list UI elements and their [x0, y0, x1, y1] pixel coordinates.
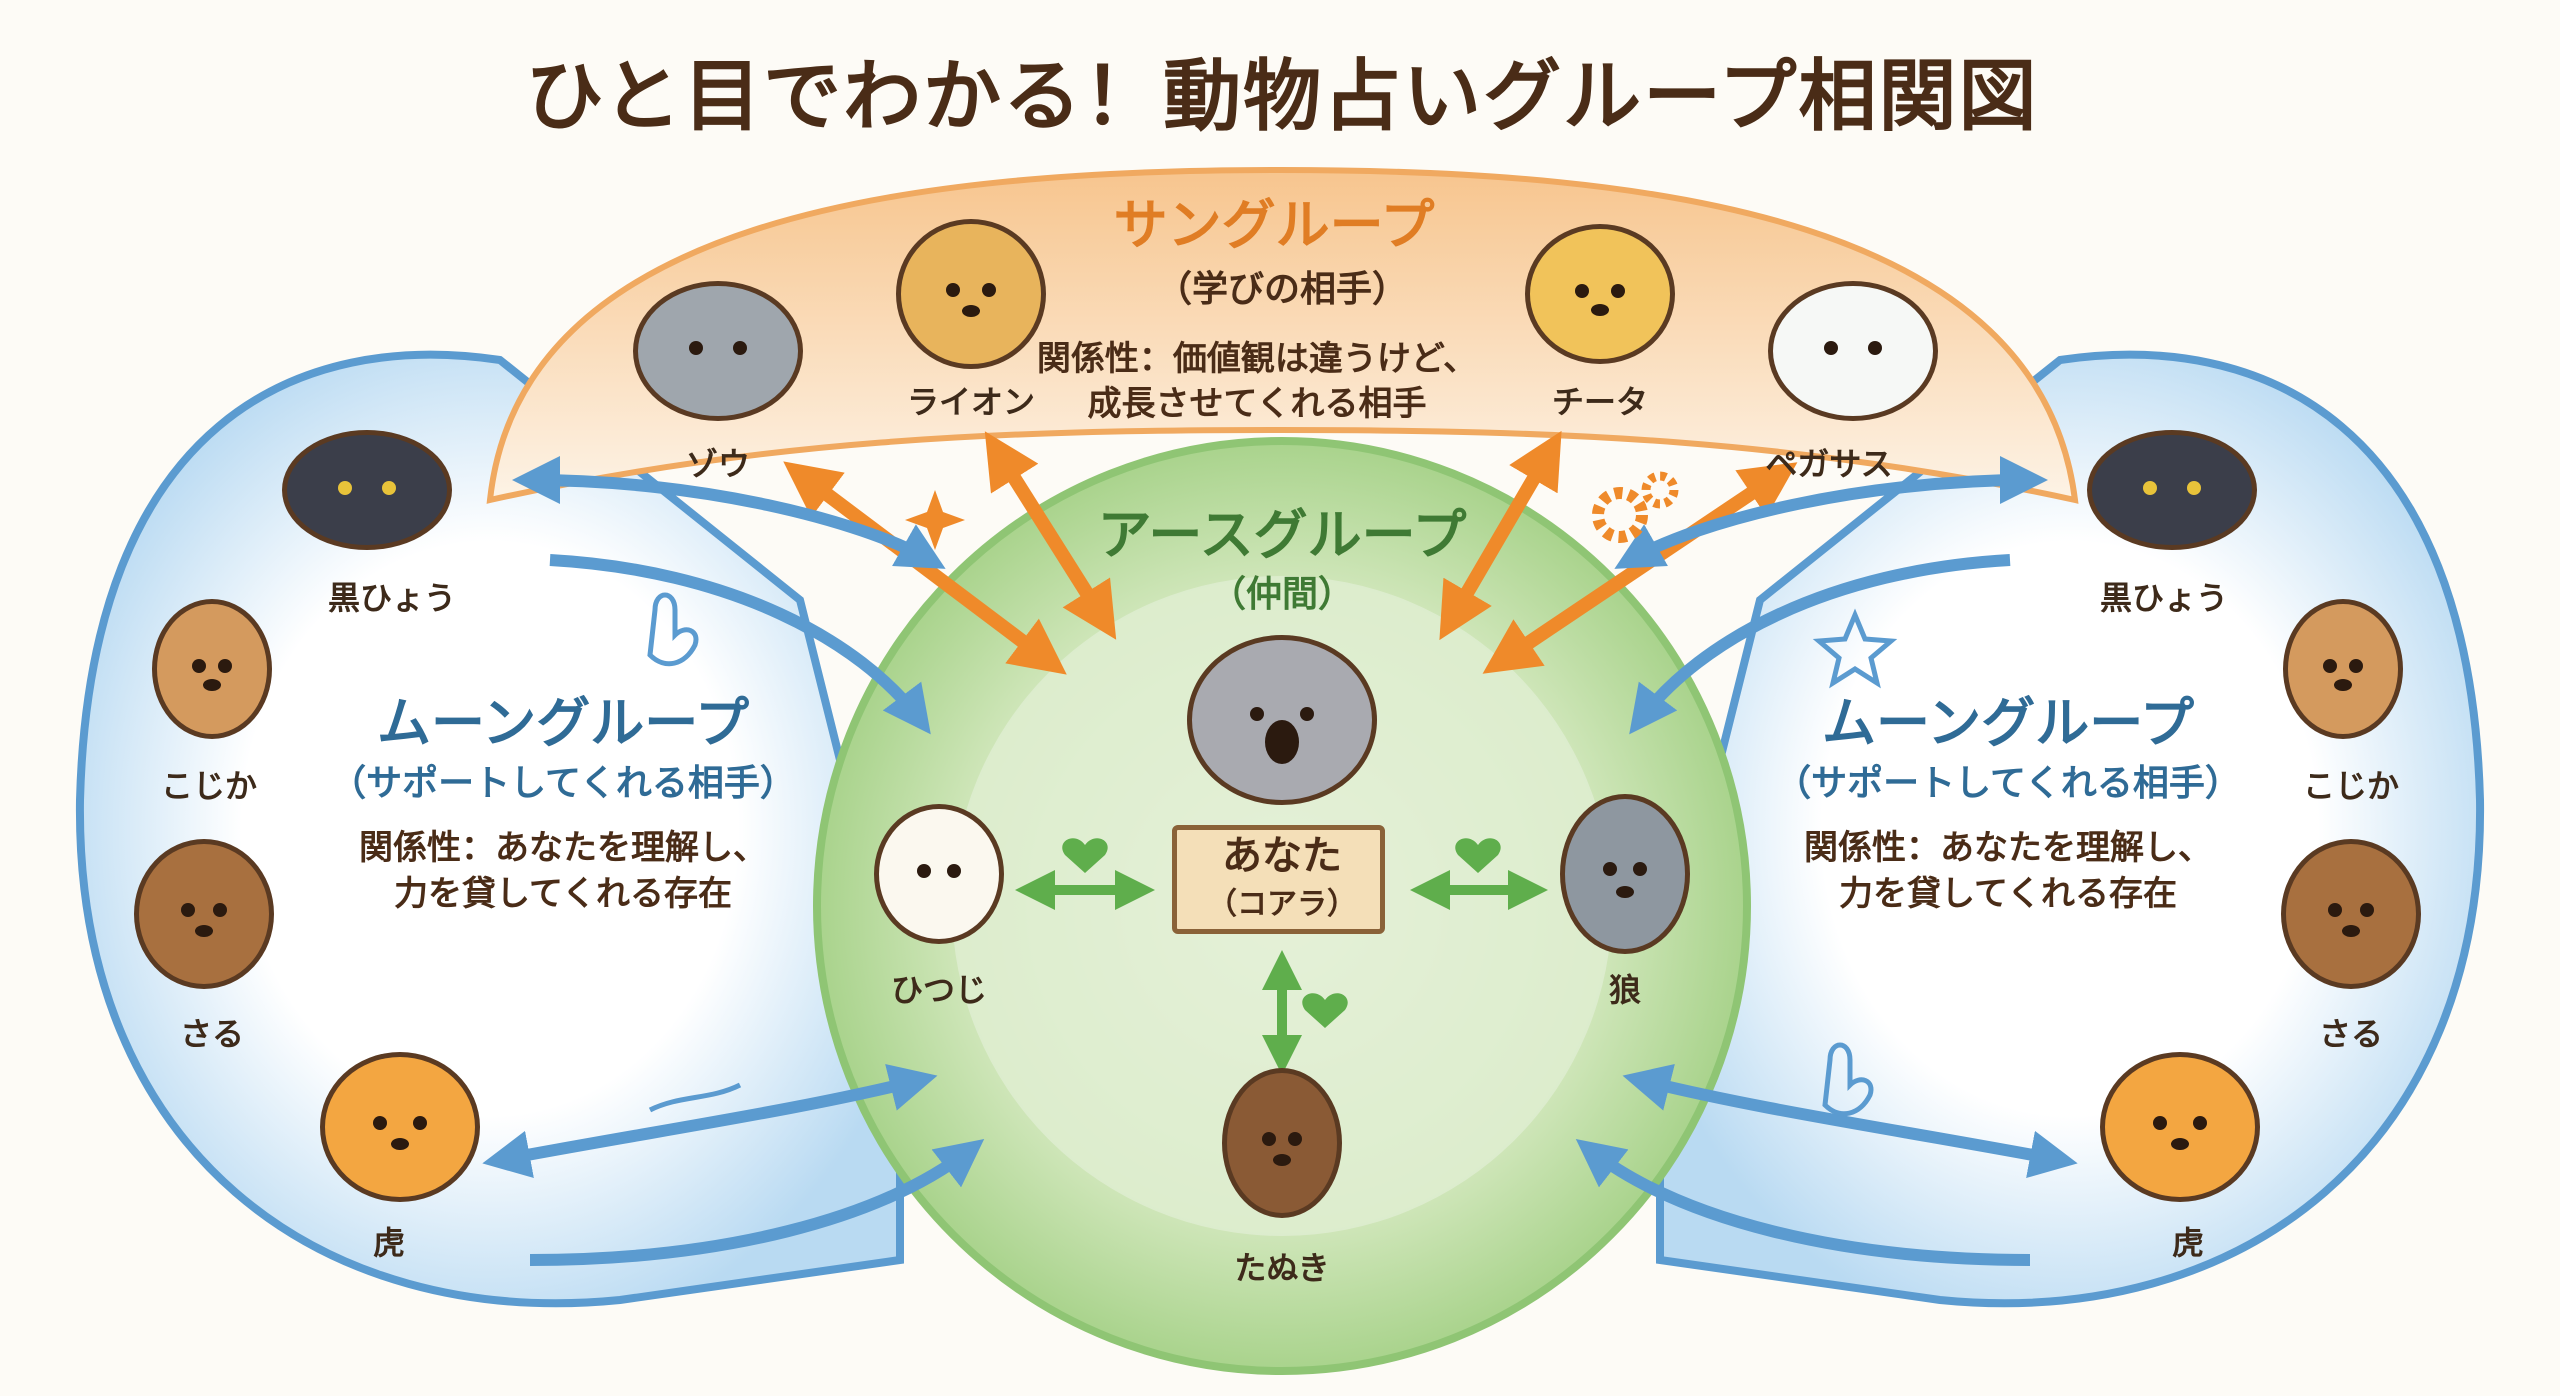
fawn-left-illustration — [152, 599, 272, 739]
lion-label: ライオン — [906, 383, 1036, 421]
gear-icon — [1592, 471, 1679, 543]
monkey-right-label: さる — [2318, 1015, 2384, 1053]
panther-left-illustration — [282, 430, 452, 550]
arrow-lion-you — [984, 431, 1117, 640]
monkey-left-illustration — [134, 839, 274, 989]
you-sign — [1172, 825, 1385, 934]
pegasus-illustration — [1768, 281, 1938, 421]
heart-icon — [1302, 993, 1348, 1028]
wolf-label: 狼 — [1608, 971, 1642, 1009]
fawn-right-illustration — [2283, 599, 2403, 739]
panther-left-label: 黒ひょう — [327, 579, 457, 617]
tiger-right-label: 虎 — [2171, 1224, 2205, 1262]
panther-right-illustration — [2087, 430, 2257, 550]
sheep-label: ひつじ — [890, 971, 988, 1009]
moon-group-right-subtitle: （サポートしてくれる相手） — [1775, 763, 2241, 804]
arrow-bottom-left — [529, 1138, 985, 1266]
pegasus-label: ペガサス — [1765, 445, 1893, 483]
sun-group-relation-1: 関係性：価値観は違うけど、 — [1036, 339, 1478, 380]
earth-group-subtitle: （仲間） — [1209, 574, 1355, 615]
fawn-right-label: こじか — [2302, 767, 2400, 805]
moon-group-right-title: ムーングループ — [1821, 691, 2195, 755]
moon-group-right-relation-1: 関係性：あなたを理解し、 — [1804, 828, 2212, 869]
panther-right-label: 黒ひょう — [2099, 579, 2229, 617]
koala-illustration — [1187, 635, 1377, 805]
arrow-tiger-right — [1622, 1063, 2078, 1179]
moon-group-right-relation-2: 力を貸してくれる存在 — [1839, 874, 2177, 915]
heart-icons — [1062, 838, 1501, 1028]
moon-group-left-subtitle: （サポートしてくれる相手） — [330, 763, 796, 804]
tanuki-label: たぬき — [1234, 1249, 1330, 1287]
arrow-bottom-right — [1575, 1138, 2031, 1266]
wolf-illustration — [1560, 794, 1690, 954]
arrow-moon-left-upper — [512, 456, 946, 569]
heart-icon — [1062, 838, 1108, 873]
fawn-left-label: こじか — [160, 767, 258, 805]
moon-group-left-title: ムーングループ — [376, 691, 750, 755]
monkey-right-illustration — [2281, 839, 2421, 989]
page-title: ひと目でわかる！動物占いグループ相関図 — [525, 52, 2039, 142]
tiger-right-illustration — [2100, 1052, 2260, 1202]
you-animal-label: （コアラ） — [1207, 887, 1357, 922]
sparkle-icon — [905, 490, 965, 550]
star-icon — [1812, 608, 1898, 689]
lion-illustration — [896, 219, 1046, 369]
arrow-tiger-left — [482, 1063, 938, 1179]
tanuki-illustration — [1222, 1068, 1342, 1218]
monkey-left-label: さる — [179, 1015, 245, 1053]
arrow-moon-left-lower — [549, 554, 931, 735]
sun-group-title: サングループ — [1113, 193, 1435, 257]
arrow-moon-right-upper — [1614, 456, 2048, 569]
moon-group-left-relation-1: 関係性：あなたを理解し、 — [359, 828, 767, 869]
earth-group-title: アースグループ — [1097, 503, 1467, 567]
tiger-left-illustration — [320, 1052, 480, 1202]
sheep-illustration — [874, 804, 1004, 944]
cheetah-illustration — [1525, 224, 1675, 364]
cheetah-label: チータ — [1551, 383, 1649, 421]
arrow-moon-right-lower — [1629, 554, 2011, 735]
elephant-illustration — [633, 281, 803, 421]
moon-group-left-relation-2: 力を貸してくれる存在 — [394, 874, 732, 915]
tiger-left-label: 虎 — [372, 1224, 406, 1262]
you-label: あなた — [1222, 833, 1342, 879]
elephant-label: ゾウ — [685, 445, 751, 483]
sun-group-subtitle: （学びの相手） — [1155, 269, 1409, 310]
heart-icon — [1455, 838, 1501, 873]
hand-icon — [647, 592, 1874, 1117]
sun-group-relation-2: 成長させてくれる相手 — [1087, 384, 1427, 425]
